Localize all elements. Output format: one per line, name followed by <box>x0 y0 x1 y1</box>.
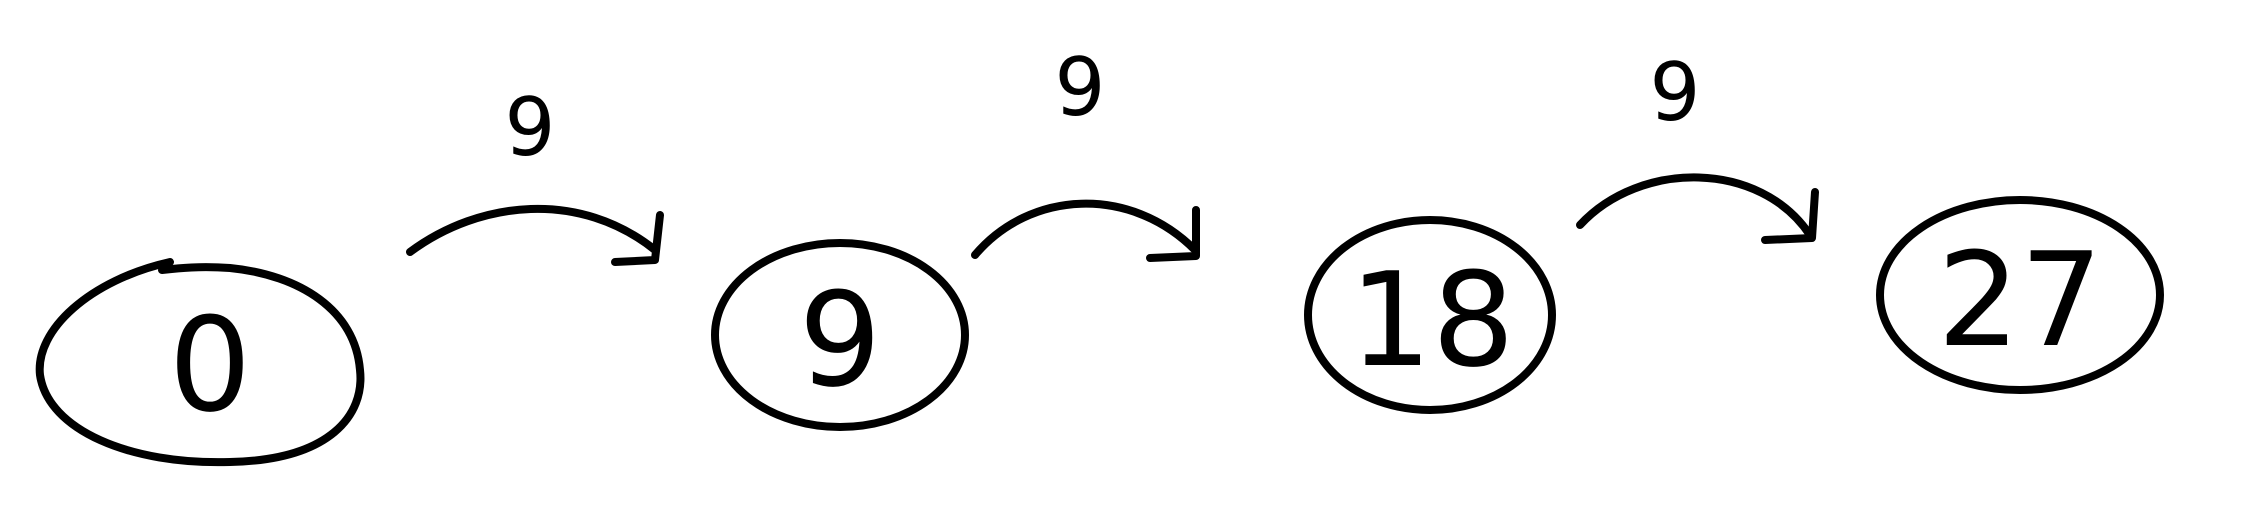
jump-arrow-3: 9 <box>1576 46 1819 244</box>
jump-arrow-1: 9 <box>406 81 664 266</box>
node-18-circle <box>1304 216 1556 414</box>
node-9-circle <box>711 239 969 431</box>
node-9: 9 <box>711 239 969 431</box>
jump-arrow-1-curve <box>406 204 659 256</box>
jump-arrow-3-curve <box>1576 173 1814 239</box>
node-0-label: 0 <box>169 289 252 441</box>
node-18: 18 <box>1304 216 1556 414</box>
node-9-label: 9 <box>799 264 882 416</box>
node-27-label: 27 <box>1937 224 2102 376</box>
jump-arrow-2: 9 <box>971 41 1200 262</box>
jump-label-2: 9 <box>1055 41 1106 134</box>
node-18-label: 18 <box>1349 244 1514 396</box>
jump-arrow-2-head <box>1146 206 1200 262</box>
jump-arrow-2-curve <box>971 199 1199 259</box>
node-27: 27 <box>1876 196 2164 394</box>
jump-arrow-3-head <box>1761 188 1819 244</box>
jump-label-1: 9 <box>505 81 556 174</box>
jump-label-3: 9 <box>1650 46 1701 139</box>
node-0-circle <box>35 258 365 467</box>
node-0: 0 <box>35 258 365 467</box>
node-27-circle <box>1876 196 2164 394</box>
jump-arrow-1-head <box>611 211 664 266</box>
